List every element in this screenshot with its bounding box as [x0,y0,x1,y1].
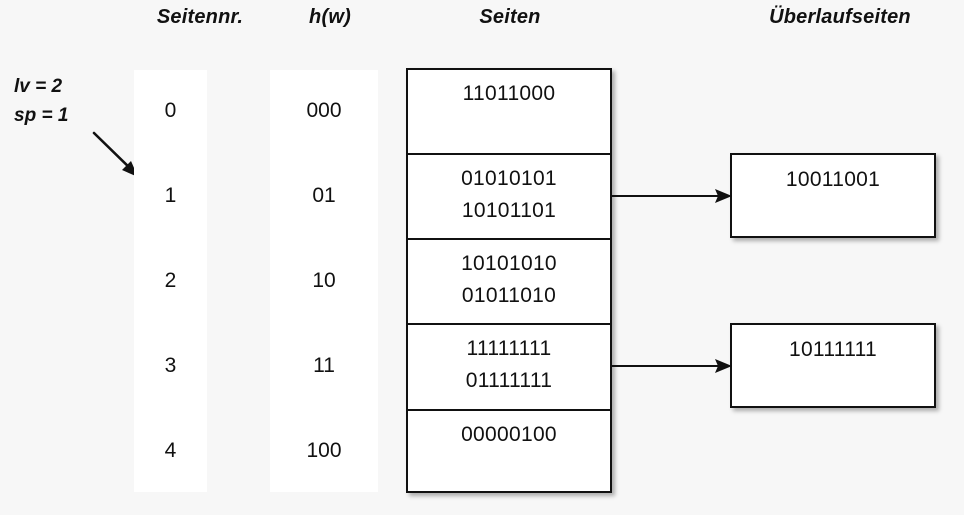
hw-cell: 01 [312,183,336,207]
seitennr-cell: 1 [164,183,177,207]
page-record: 01011010 [461,284,557,307]
hw-cell: 10 [312,268,336,292]
page-cell: 00000100 [408,411,610,495]
page-record: 10101010 [461,252,557,275]
page-cell: 11011000 [408,70,610,155]
seitennr-cell: 4 [164,439,177,462]
hw-cell: 100 [306,439,342,462]
column-seitennr: 0 1 2 3 4 [134,70,207,492]
overflow-page-box: 10111111 [730,323,936,408]
overflow-record: 10111111 [788,338,878,361]
page-record: 11011000 [462,82,556,105]
column-header-seitennr: Seitennr. [156,6,244,28]
page-record: 00000100 [461,423,557,446]
right-arrow-icon [610,189,732,203]
column-header-seiten: Seiten [479,6,541,28]
seitennr-cell: 2 [164,268,177,292]
hw-cell: 000 [306,98,342,122]
page-cell: 10101010 01011010 [408,240,610,325]
overflow-page-box: 10011001 [730,153,936,238]
parameter-lv: lv = 2 [14,76,63,97]
page-cell: 11111111 01111111 [408,325,610,411]
pages-table: 11011000 01010101 10101101 10101010 01011010… [406,68,612,493]
page-record: 01010101 [461,167,557,190]
column-header-ueberlaufseiten: Überlaufseiten [769,6,911,28]
page-record: 01111111 [465,369,553,392]
page-record: 11111111 [466,337,552,360]
parameter-sp: sp = 1 [14,105,69,126]
right-arrow-icon [610,359,732,373]
parameter-annotation: lv = 2 sp = 1 [14,72,68,130]
page-record: 10101101 [461,199,557,222]
seitennr-cell: 0 [164,98,177,122]
seitennr-cell: 3 [164,354,177,377]
column-header-hw: h(w) [309,6,351,28]
column-hw: 000 01 10 11 100 [270,70,378,492]
overflow-record: 10011001 [785,168,881,191]
page-cell: 01010101 10101101 [408,155,610,240]
hw-cell: 11 [313,354,335,377]
